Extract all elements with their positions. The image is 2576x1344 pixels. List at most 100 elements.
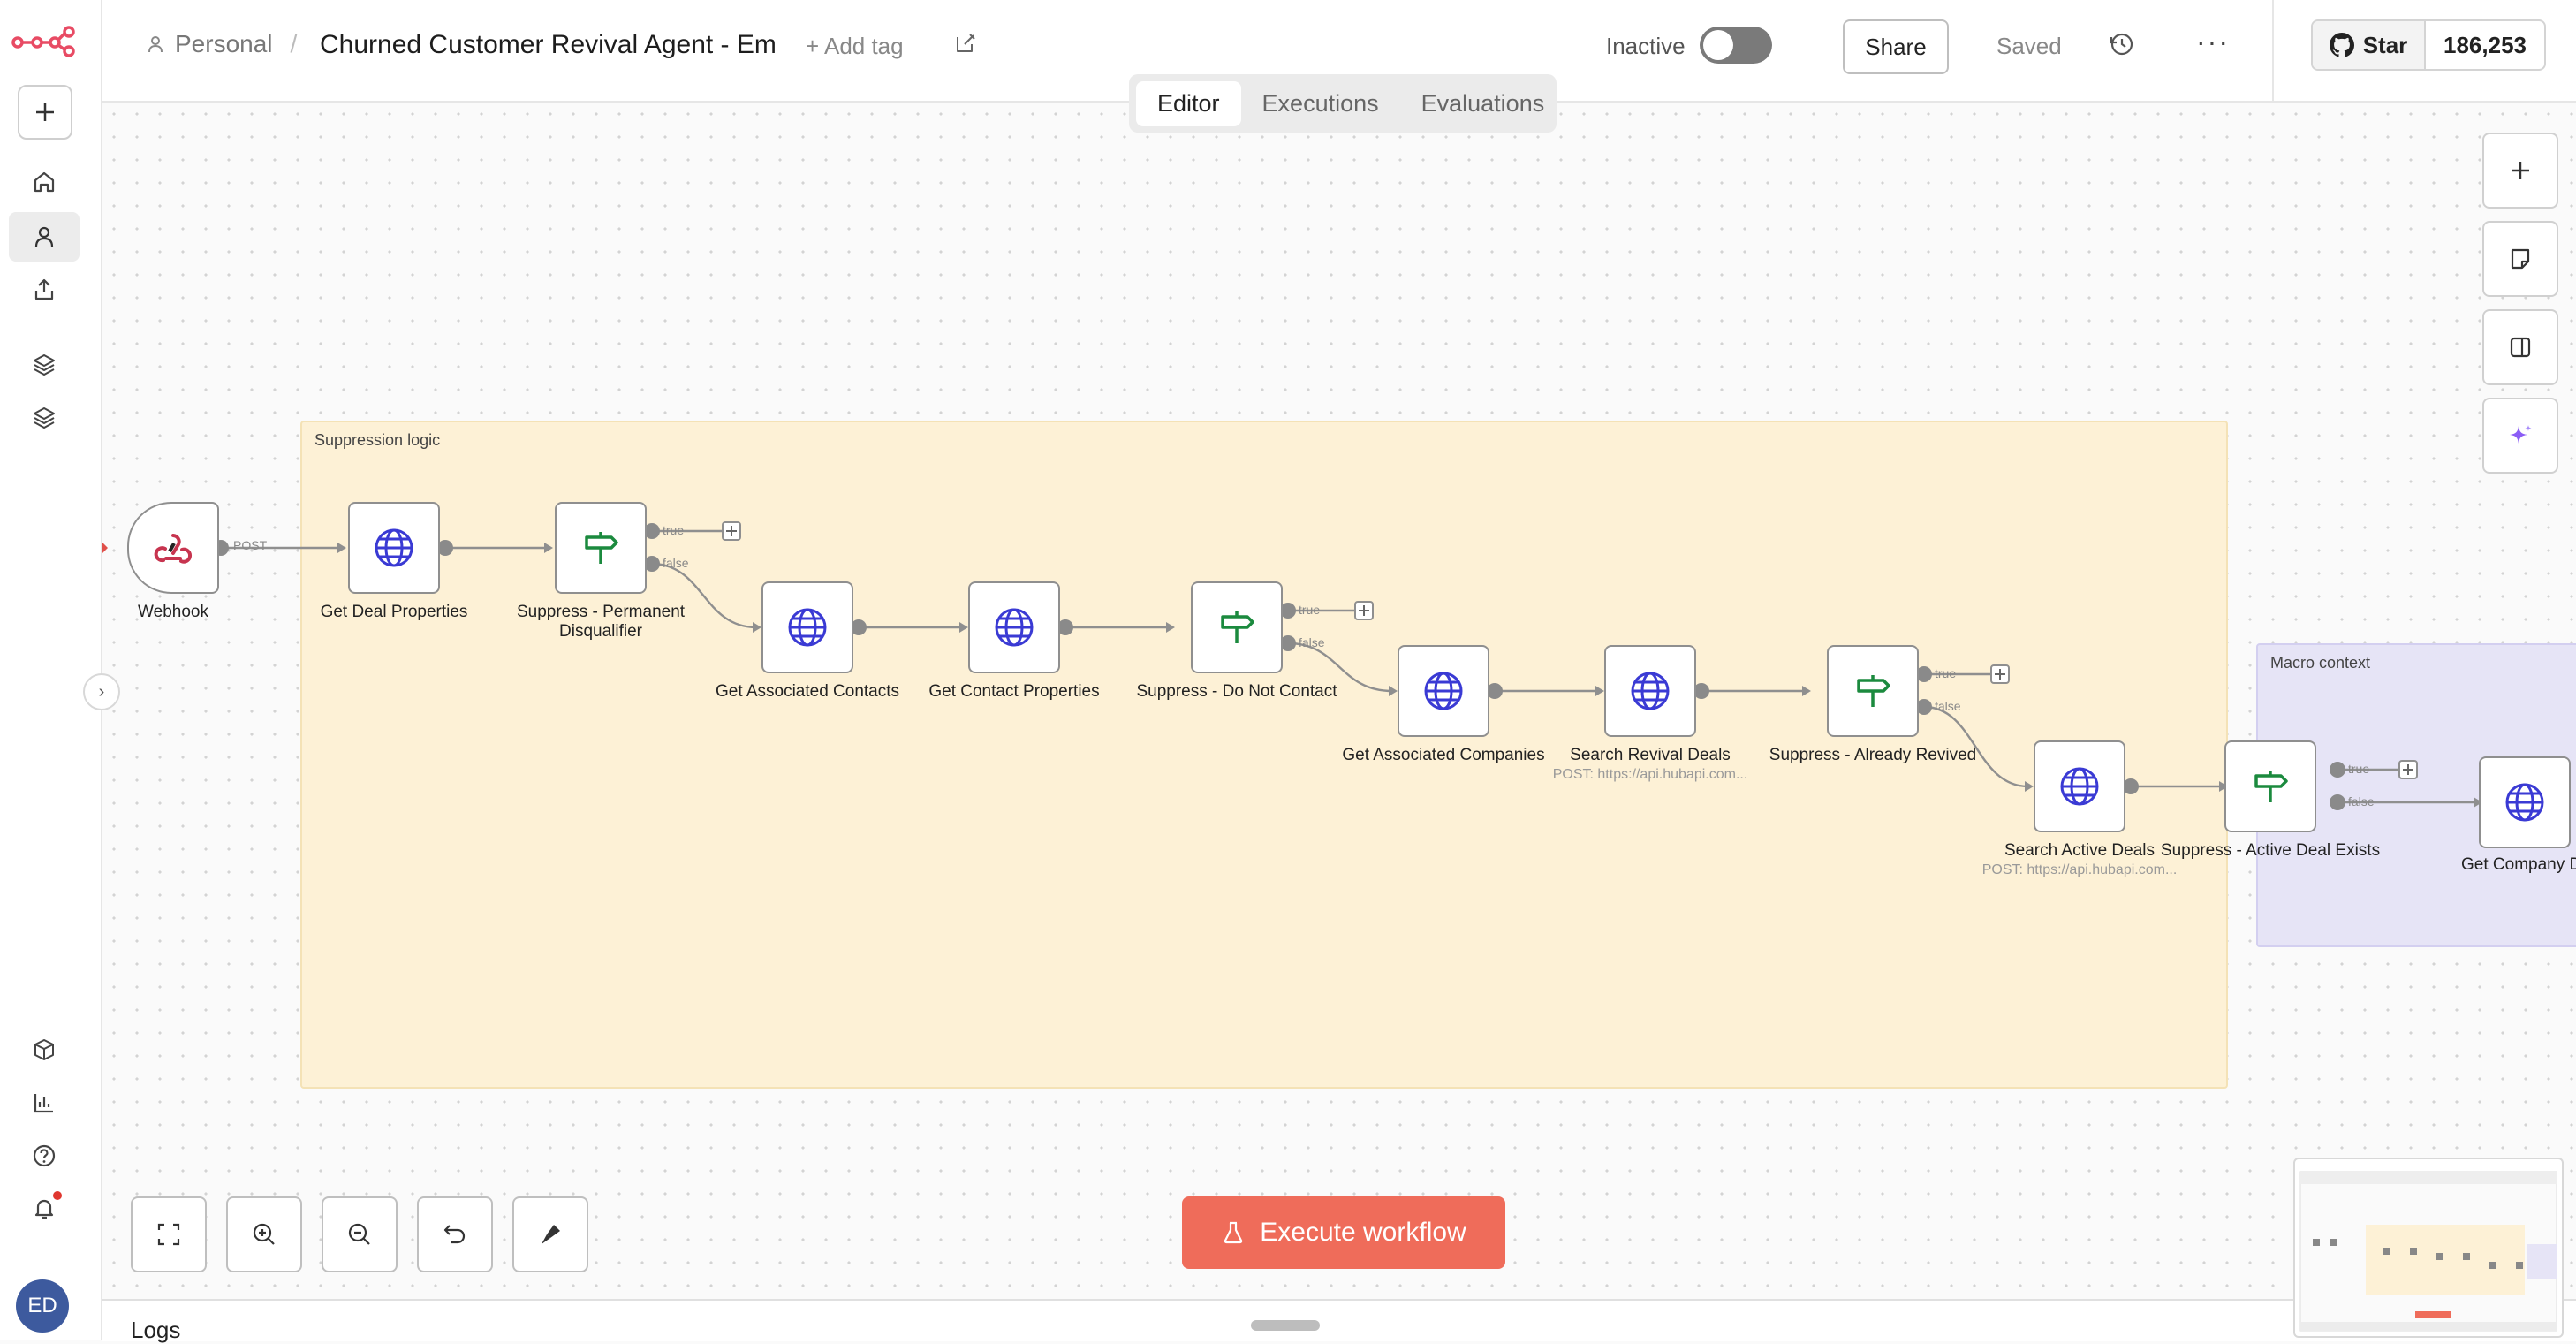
edge-label-false: false xyxy=(1299,635,1325,649)
node-webhook[interactable] xyxy=(127,502,219,594)
node-suppress-already-revived[interactable] xyxy=(1827,645,1919,737)
ai-sparkle-icon xyxy=(2510,425,2532,444)
edge-label-false: false xyxy=(1935,699,1961,713)
sidebar-item-project-a[interactable] xyxy=(9,339,80,389)
chevron-right-icon: › xyxy=(98,681,105,702)
execute-label: Execute workflow xyxy=(1260,1218,1466,1247)
node-label: Suppress - Do Not Contact xyxy=(1136,682,1337,701)
zoom-out-icon xyxy=(348,1223,370,1245)
layers-icon xyxy=(34,354,55,376)
logs-resize-handle[interactable] xyxy=(1251,1320,1320,1331)
github-star-count: 186,253 xyxy=(2443,31,2527,58)
node-get-associated-contacts[interactable] xyxy=(761,581,853,673)
node-label: Search Revival Deals xyxy=(1570,746,1731,764)
node-label: Suppress - Active Deal Exists xyxy=(2160,841,2381,860)
history-icon[interactable] xyxy=(2108,30,2136,58)
node-search-active-deals[interactable] xyxy=(2034,740,2125,832)
breadcrumb: Personal / xyxy=(147,30,297,58)
breadcrumb-separator: / xyxy=(290,30,298,57)
fit-view-button[interactable] xyxy=(131,1196,207,1272)
tidy-up-button[interactable] xyxy=(512,1196,588,1272)
node-get-associated-companies[interactable] xyxy=(1398,645,1489,737)
tab-editor[interactable]: Editor xyxy=(1136,80,1241,126)
add-sticky-button[interactable] xyxy=(2482,221,2558,297)
chart-icon xyxy=(34,1094,53,1113)
minimap[interactable] xyxy=(2293,1158,2564,1338)
sidebar-item-personal[interactable] xyxy=(9,212,80,262)
toggle-panel-button[interactable] xyxy=(2482,309,2558,385)
edge-label-true: true xyxy=(2348,762,2369,776)
sidebar-item-help[interactable] xyxy=(9,1131,80,1181)
user-icon xyxy=(34,226,54,247)
connection[interactable] xyxy=(1923,705,2029,788)
globe-icon xyxy=(995,608,1034,647)
workflow-status-label: Inactive xyxy=(1606,33,1686,59)
node-label: Suppress - Permanent Disqualifier xyxy=(516,603,686,641)
header-divider xyxy=(2272,0,2274,101)
github-icon xyxy=(2329,33,2354,57)
view-tabs: Editor Executions Evaluations xyxy=(1129,74,1557,133)
github-star-label: Star xyxy=(2362,31,2408,58)
node-suppress-do-not-contact[interactable] xyxy=(1191,581,1283,673)
plus-icon xyxy=(2512,162,2529,179)
zoom-out-button[interactable] xyxy=(322,1196,398,1272)
node-label: Suppress - Already Revived xyxy=(1769,746,1977,764)
expand-sidebar-button[interactable]: › xyxy=(83,673,120,710)
node-subtitle: POST: https://api.hubapi.com... xyxy=(1981,862,2178,877)
sidebar-item-notifications[interactable] xyxy=(9,1184,80,1234)
edge-label-true: true xyxy=(1299,603,1320,617)
sticky-label: Suppression logic xyxy=(314,431,441,449)
sidebar-item-project-b[interactable] xyxy=(9,392,80,442)
globe-icon xyxy=(2060,767,2099,806)
connection-layer: POST true false true false true false tr… xyxy=(102,521,2482,810)
node-suppress-active-deal[interactable] xyxy=(2224,740,2316,832)
node-suppress-permanent[interactable] xyxy=(555,502,647,594)
breadcrumb-project[interactable]: Personal xyxy=(175,30,273,57)
edit-description-icon[interactable] xyxy=(952,30,979,57)
zoom-in-button[interactable] xyxy=(226,1196,302,1272)
activate-toggle[interactable] xyxy=(1700,27,1772,64)
sidebar-item-insights[interactable] xyxy=(9,1078,80,1128)
logs-label: Logs xyxy=(131,1317,181,1343)
node-get-contact-properties[interactable] xyxy=(968,581,1060,673)
node-subtitle: POST: https://api.hubapi.com... xyxy=(1552,767,1748,782)
workflow-title[interactable]: Churned Customer Revival Agent - Em xyxy=(320,30,777,59)
undo-icon xyxy=(443,1225,466,1244)
avatar[interactable]: ED xyxy=(16,1279,69,1333)
minimap-preview xyxy=(2299,1171,2557,1332)
tab-executions[interactable]: Executions xyxy=(1261,89,1379,117)
connection[interactable] xyxy=(1287,642,1393,693)
globe-icon xyxy=(1631,672,1670,710)
n8n-logo-icon[interactable] xyxy=(11,23,76,58)
undo-button[interactable] xyxy=(417,1196,493,1272)
layers-alt-icon xyxy=(34,407,55,429)
signpost-icon xyxy=(1857,675,1890,707)
tab-evaluations[interactable]: Evaluations xyxy=(1421,89,1545,117)
toggle-knob xyxy=(1703,30,1733,60)
github-star-part[interactable]: Star xyxy=(2313,21,2426,69)
node-label: Get Company De xyxy=(2461,855,2576,874)
sidebar-item-shared[interactable] xyxy=(9,265,80,315)
execute-workflow-button[interactable]: Execute workflow xyxy=(1182,1196,1505,1269)
node-get-deal-properties[interactable] xyxy=(348,502,440,594)
sticky-label: Macro context xyxy=(2270,654,2371,672)
tidy-up-icon xyxy=(542,1225,560,1244)
node-search-revival-deals[interactable] xyxy=(1604,645,1696,737)
add-tag-button[interactable]: + Add tag xyxy=(806,33,904,59)
node-get-company-details[interactable] xyxy=(2479,756,2571,848)
more-options-icon[interactable]: ··· xyxy=(2196,26,2230,57)
ai-assistant-button[interactable] xyxy=(2482,398,2558,474)
share-icon xyxy=(34,278,54,300)
connection[interactable] xyxy=(651,562,757,629)
create-new-button[interactable] xyxy=(18,85,72,140)
github-star-button[interactable]: Star 186,253 xyxy=(2311,19,2546,71)
sidebar-item-templates[interactable] xyxy=(9,1025,80,1074)
workflow-canvas[interactable]: Suppression logic Macro context xyxy=(102,103,2576,1297)
add-node-panel-button[interactable] xyxy=(2482,133,2558,209)
logs-panel-bar[interactable]: Logs xyxy=(102,1299,2576,1343)
node-label: Get Associated Contacts xyxy=(715,682,900,701)
edge-label-false: false xyxy=(2348,794,2375,809)
share-button[interactable]: Share xyxy=(1843,19,1949,74)
sidebar-item-overview[interactable] xyxy=(9,157,80,207)
globe-icon xyxy=(1424,672,1463,710)
